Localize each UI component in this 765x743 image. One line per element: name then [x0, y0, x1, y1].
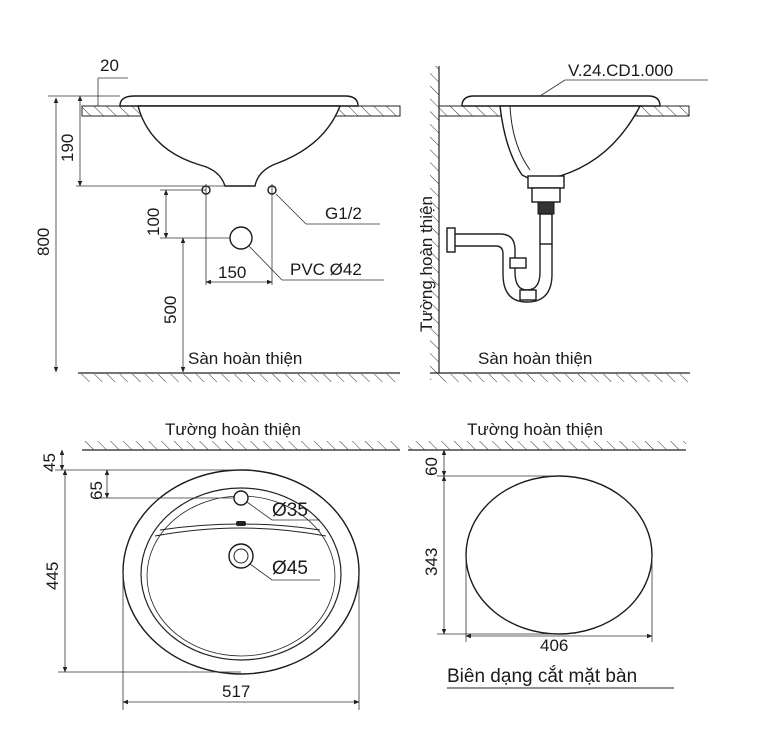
basin-bowl — [137, 105, 342, 187]
dim-445-label: 445 — [43, 562, 62, 590]
floor-hatch-left — [78, 374, 400, 382]
cutout-profile-view: Tường hoàn thiện 60 343 406 Biên dạng cắ… — [408, 420, 686, 689]
dim-150-label: 150 — [218, 263, 246, 282]
floor-hatch-right — [439, 374, 690, 382]
pvc-label: PVC Ø42 — [290, 260, 362, 279]
drain-outlet — [229, 226, 253, 250]
dia-35-label: Ø35 — [272, 500, 308, 521]
basin-bowl-side — [499, 105, 642, 181]
tap-hole — [233, 490, 249, 506]
dim-343-label: 343 — [422, 548, 441, 576]
p-trap — [455, 233, 541, 291]
dim-20-label: 20 — [100, 56, 119, 75]
drain-fitting — [527, 175, 565, 189]
dim-517-label: 517 — [222, 682, 250, 701]
g12-label: G1/2 — [325, 204, 362, 223]
wall-hatch-top-right — [408, 441, 686, 450]
model-number: V.24.CD1.000 — [568, 61, 673, 80]
side-elevation-view: V.24.CD1.000 Tường hoàn thiện Sàn hoàn t… — [417, 61, 708, 382]
basin-inner-outline — [140, 487, 342, 661]
wall-label-top-left: Tường hoàn thiện — [165, 420, 301, 439]
dim-45-label: 45 — [40, 453, 59, 472]
front-elevation-view: 20 190 800 100 500 150 G1/2 PVC Ø42 Sàn … — [34, 56, 401, 382]
basin-rim-side — [461, 95, 661, 107]
dim-60-label: 60 — [422, 457, 441, 476]
wall-hatch-top-left — [82, 441, 400, 450]
dim-406-label: 406 — [540, 636, 568, 655]
dim-800-label: 800 — [34, 228, 53, 256]
wall-label-top-right: Tường hoàn thiện — [467, 420, 603, 439]
dia-45-label: Ø45 — [272, 558, 308, 579]
top-plan-view: Tường hoàn thiện 45 65 445 517 — [40, 420, 400, 710]
wall-label-vertical: Tường hoàn thiện — [417, 196, 436, 332]
dim-500-label: 500 — [161, 296, 180, 324]
cutout-ellipse — [465, 475, 653, 635]
floor-label-right: Sàn hoàn thiện — [478, 349, 592, 368]
dim-65-label: 65 — [87, 481, 106, 500]
basin-rim — [119, 95, 359, 107]
floor-label-left: Sàn hoàn thiện — [188, 349, 302, 368]
drain-hole — [228, 543, 254, 569]
dim-190-label: 190 — [58, 134, 77, 162]
wall-hatch-vertical — [430, 66, 439, 380]
dim-100-label: 100 — [144, 208, 163, 236]
cutout-caption: Biên dạng cắt mặt bàn — [447, 665, 637, 687]
